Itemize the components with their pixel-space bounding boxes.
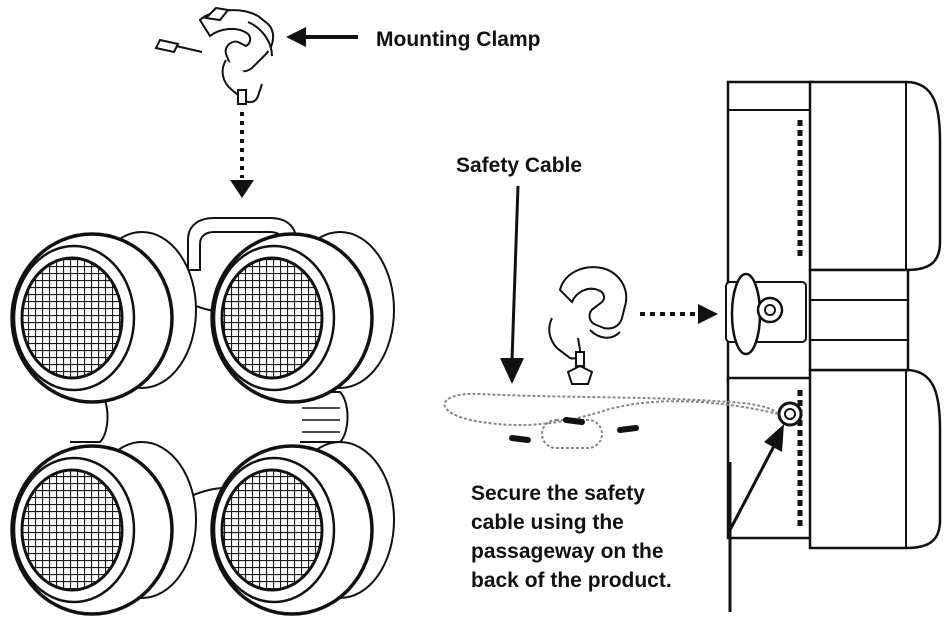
- side-mount-arrow: [640, 304, 718, 324]
- secure-note-leader: [728, 424, 784, 612]
- clamp-drop-arrow: [230, 112, 254, 198]
- mounting-clamp-icon: [154, 6, 274, 105]
- side-clamp-icon: [548, 266, 628, 385]
- secure-note-line: passageway on the: [471, 540, 664, 563]
- secure-note-line: back of the product.: [471, 569, 672, 592]
- secure-note-line: Secure the safety: [471, 482, 645, 505]
- mounting-clamp-label: Mounting Clamp: [376, 28, 541, 51]
- led-fixture-side-profile: [725, 80, 942, 550]
- safety-cable: [443, 392, 779, 449]
- quad-led-fixture-front: [10, 217, 395, 616]
- safety-cable-arrow: [500, 185, 524, 384]
- secure-note-line: cable using the: [471, 511, 624, 534]
- safety-cable-label: Safety Cable: [456, 154, 583, 177]
- secure-note-label: Secure the safety cable using the passag…: [471, 479, 672, 595]
- clamp-label-arrow: [286, 27, 358, 47]
